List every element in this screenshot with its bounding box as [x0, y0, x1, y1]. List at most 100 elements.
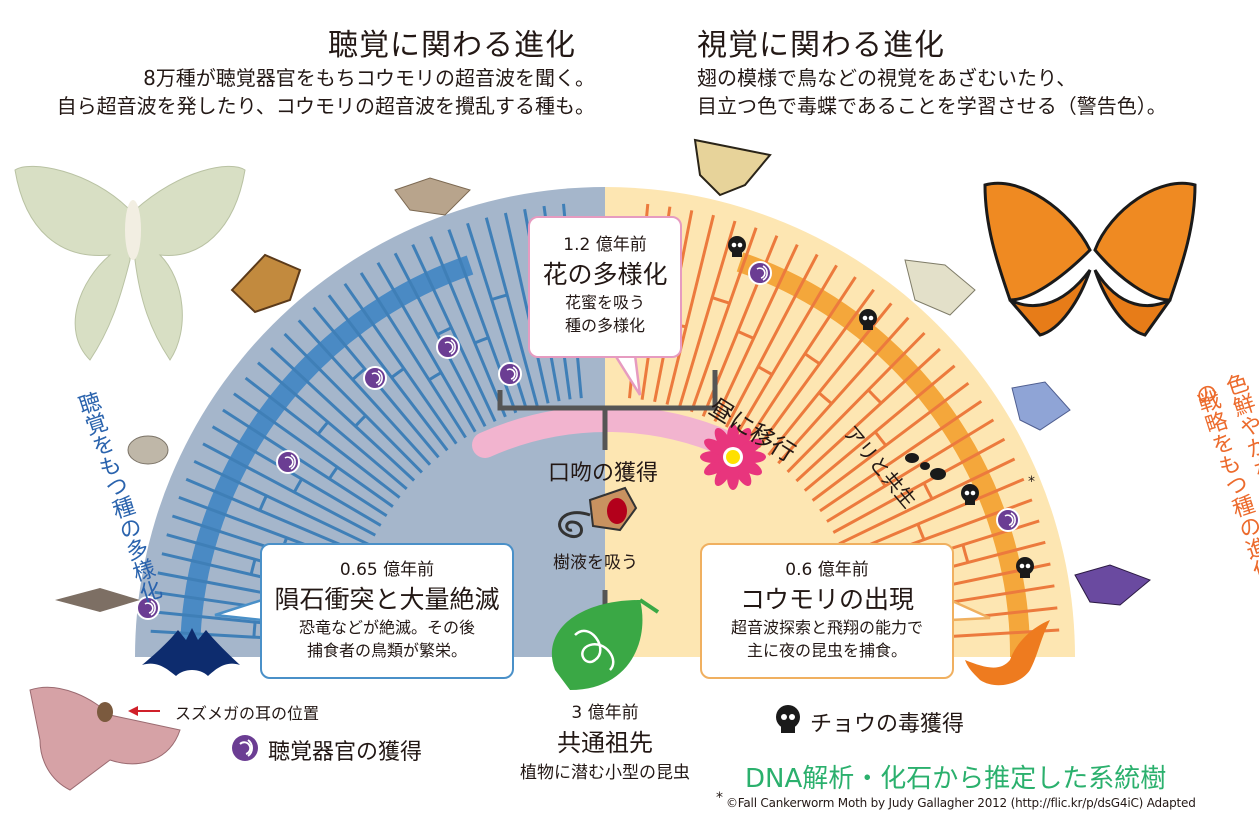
tree-branch: [803, 364, 956, 492]
asteroid-callout-line2: 捕食者の鳥類が繁栄。: [306, 641, 467, 660]
ear-position-note: スズメガの耳の位置: [175, 704, 320, 723]
legend-hearing-icon: [232, 735, 258, 761]
tree-branch: [252, 621, 257, 638]
asteroid-callout-title: 隕石衝突と大量絶滅: [274, 585, 500, 614]
tree-branch: [257, 361, 408, 491]
tree-branch: [736, 264, 838, 434]
tree-branch: [843, 477, 1025, 557]
flower-callout-time: 1.2 億年前: [563, 235, 647, 255]
flower-callout-line2: 種の多様化: [564, 316, 645, 335]
tree-branch: [665, 214, 715, 405]
skull-icon: [1016, 557, 1034, 578]
ancestor-time: 3 億年前: [571, 703, 639, 723]
blue-butterfly-image: [1011, 381, 1071, 431]
ancestor-title: 共通祖先: [557, 729, 653, 757]
footer-title: DNA解析・化石から推定した系統樹: [745, 764, 1167, 794]
hearing-wave-glyph: [284, 454, 296, 470]
flower-band: [472, 405, 753, 463]
header-right-desc: 翅の模様で鳥などの視覚をあざむいたり、 目立つ色で毒蝶であることを学習させる（警…: [697, 64, 1237, 120]
hearing-wave-glyph: [144, 600, 156, 616]
toxin-markers: [728, 236, 1034, 578]
flower-callout-line1: 花蜜を吸う: [564, 293, 645, 312]
tree-branch: [359, 272, 467, 439]
tree-branch: [484, 217, 539, 407]
credit-line: ©Fall Cankerworm Moth by Judy Gallagher …: [726, 796, 1196, 810]
flower-icon: [700, 424, 766, 490]
ancestor-leaf-icon: [551, 598, 660, 690]
tree-branch: [211, 425, 382, 527]
tree-branch: [193, 459, 371, 547]
tree-branch: [411, 243, 497, 423]
asteroid-callout-line1: 恐竜などが絶滅。その後: [298, 618, 475, 637]
bat-callout: 0.6 億年前 コウモリの出現 超音波探索と飛翔の能力で 主に夜の昆虫を捕食。: [700, 543, 954, 679]
tree-branch: [222, 408, 388, 518]
white-butterfly-image: [904, 259, 976, 316]
hearing-wave-glyph: [1004, 512, 1016, 528]
hawk-moth-image: [55, 588, 140, 612]
luna-moth-image: [14, 165, 246, 361]
mouthpart-label: 口吻の獲得: [548, 461, 659, 486]
bird-silhouette-icon: [965, 620, 1050, 686]
hearing-wave-glyph: [444, 339, 456, 355]
legend-hearing-label: 聴覚器官の獲得: [268, 740, 423, 765]
proboscis-head-icon: [558, 486, 638, 539]
hearing-wave-glyph: [756, 265, 768, 281]
tree-branch: [283, 332, 423, 474]
asteroid-callout: 0.65 億年前 隕石衝突と大量絶滅 恐竜などが絶滅。その後 捕食者の鳥類が繁栄…: [260, 543, 514, 679]
tree-branch: [832, 437, 1006, 534]
tree-branch: [202, 442, 377, 537]
tree-branch: [185, 477, 367, 557]
monarch-asterisk: *: [1028, 474, 1035, 490]
swallowtail-image: [693, 138, 772, 197]
hearing-markers: [136, 261, 1020, 620]
tree-branch: [503, 212, 550, 404]
header-right-line1: 翅の模様で鳥などの視覚をあざむいたり、: [697, 66, 1077, 90]
tree-branch: [327, 294, 449, 452]
header-left-line2: 自ら超音波を発したり、コウモリの超音波を攪乱する種も。: [56, 94, 595, 118]
header-right-line2: 目立つ色で毒蝶であることを学習させる（警告色）。: [697, 94, 1167, 118]
bat-callout-line1: 超音波探索と飛翔の能力で: [730, 618, 923, 637]
tree-branch: [724, 253, 819, 428]
credit-asterisk: *: [716, 790, 723, 806]
tree-branch: [811, 382, 970, 502]
bat-callout-line2: 主に夜の昆虫を捕食。: [746, 641, 907, 660]
header-right-title: 視覚に関わる進化: [697, 28, 945, 63]
butterfly-region: [605, 187, 1075, 657]
tree-branch: [746, 276, 857, 441]
tree-branch: [269, 346, 416, 482]
tree-branch: [795, 347, 941, 483]
ant-icon: [905, 453, 946, 480]
tree-branch: [343, 282, 458, 445]
skull-icon: [728, 236, 746, 257]
bat-silhouette-icon: [142, 628, 240, 676]
ancestor-desc: 植物に潜む小型の昆虫: [520, 763, 690, 783]
tree-branch: [677, 220, 737, 409]
bat-callout-title: コウモリの出現: [739, 585, 914, 614]
elephant-hawk-moth-image: [29, 686, 181, 791]
cankerworm-moth-image: [394, 177, 471, 216]
tree-branch: [786, 331, 926, 473]
tiger-moth-image: [230, 253, 302, 314]
tree-branch: [777, 316, 910, 465]
flower-callout-title: 花の多様化: [542, 260, 668, 289]
tree-branch: [244, 376, 401, 499]
skull-icon: [961, 484, 979, 505]
tree-branch: [233, 392, 394, 508]
bat-callout-time: 0.6 億年前: [785, 560, 869, 580]
ear-pointer-head: [128, 706, 138, 716]
header-left-title: 聴覚に関わる進化: [328, 28, 576, 63]
tree-branch: [713, 243, 799, 423]
sap-label: 樹液を吸う: [553, 553, 638, 573]
header-left-desc: 8万種が聴覚器官をもちコウモリの超音波を聞く。 自ら超音波を発したり、コウモリの…: [40, 64, 595, 120]
header-left-line1: 8万種が聴覚器官をもちコウモリの超音波を聞く。: [143, 66, 595, 90]
hearing-wave-glyph: [506, 366, 518, 382]
legend-skull-icon: [776, 705, 800, 733]
butterfly-main-lineage: [736, 252, 1031, 658]
ancestor-block: 3 億年前 共通祖先 植物に潜む小型の昆虫: [505, 698, 705, 783]
tree-branch: [429, 236, 507, 418]
legend-toxin-label: チョウの毒獲得: [810, 712, 965, 737]
hearing-wave-glyph: [371, 370, 383, 386]
monarch-butterfly-image: [983, 181, 1197, 337]
